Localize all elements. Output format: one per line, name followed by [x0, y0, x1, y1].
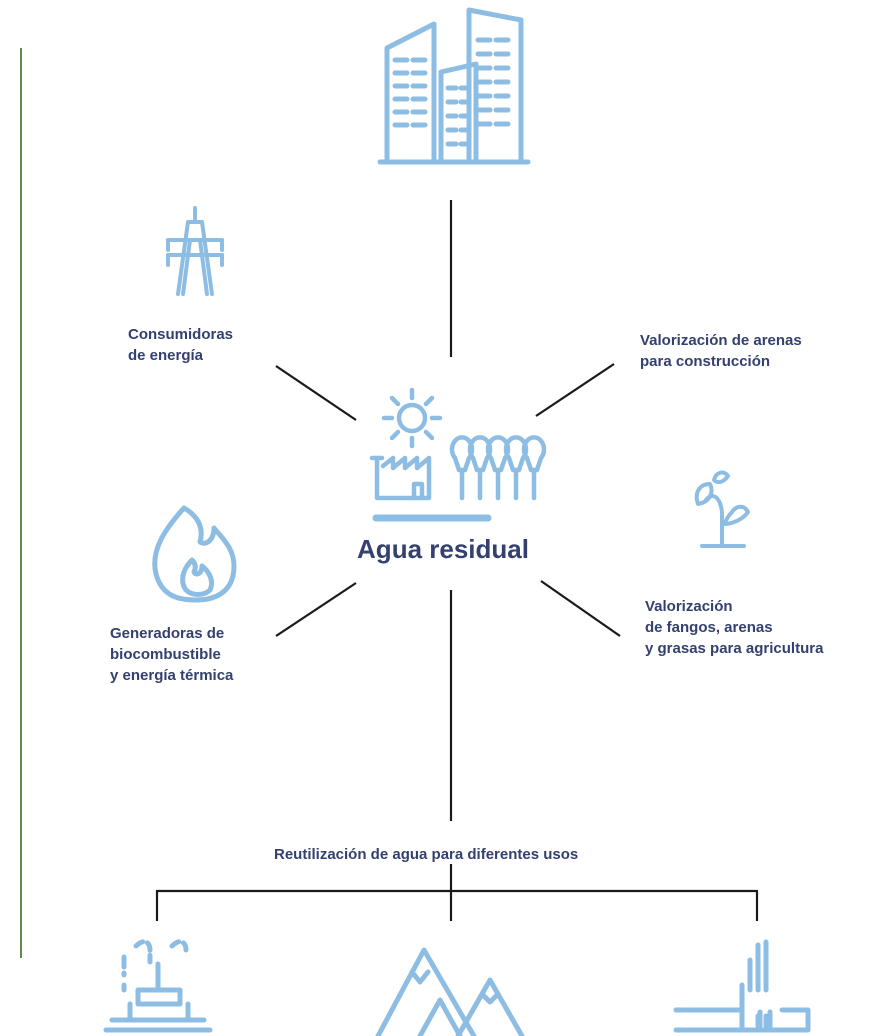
connector-upper-right	[535, 363, 615, 417]
mountains-icon	[375, 947, 525, 1036]
power-tower-icon	[166, 206, 224, 296]
connector-upper-left	[275, 365, 357, 421]
connector-lower-left	[275, 582, 357, 637]
label-energy-consumers: Consumidoras de energía	[128, 326, 234, 364]
sprout-icon	[694, 470, 750, 548]
label-sand-construction: Valorización de arenas para construcción	[640, 332, 802, 370]
side-rule	[20, 48, 22, 958]
industry-icon	[673, 939, 811, 1033]
buildings-icon	[377, 7, 531, 165]
label-biofuel-generators: Generadoras de biocombustible y energía …	[110, 625, 234, 684]
center-label: Agua residual	[357, 534, 529, 564]
connector-lower-right	[540, 580, 621, 637]
sun-factory-trees-icon	[369, 387, 547, 522]
fountain-icon	[103, 939, 213, 1033]
flame-icon	[152, 505, 237, 603]
connectors	[155, 200, 759, 921]
label-water-reuse: Reutilización de agua para diferentes us…	[274, 846, 579, 863]
label-sludge-agriculture: Valorización de fangos, arenas y grasas …	[645, 598, 824, 657]
